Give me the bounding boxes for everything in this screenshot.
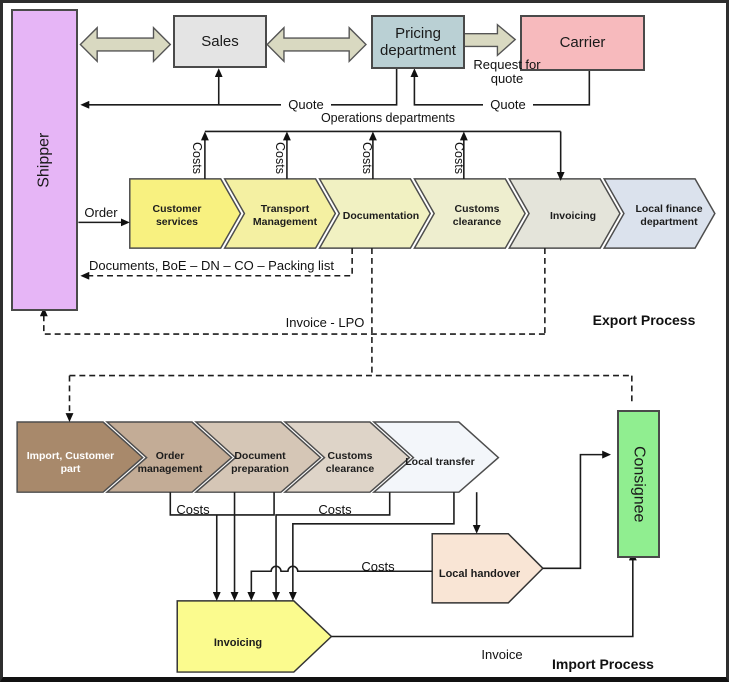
- export-step-customs-clearance: Customs clearance: [452, 203, 502, 228]
- import-step-shape-import-customer-part: [16, 421, 144, 493]
- import-step-order-management: Order management: [137, 449, 203, 475]
- local-handover-label: Local handover: [438, 568, 521, 581]
- export-costs-label-4: Costs: [452, 142, 466, 174]
- arrow-pricing-carrier: [463, 23, 517, 57]
- import-step-shape-local-transfer: [371, 421, 500, 493]
- export-costs-label-3: Costs: [360, 142, 374, 174]
- export-step-invoicing: Invoicing: [549, 209, 597, 222]
- import-step-local-transfer: Local transfer: [405, 456, 475, 469]
- quote-left-label: Quote: [281, 97, 331, 113]
- double-arrow-shipper-sales: [79, 26, 172, 63]
- sales-box: Sales: [173, 15, 267, 68]
- export-step-shape-customs-clearance: [413, 178, 526, 249]
- import-costs-label-1: Costs: [176, 502, 210, 517]
- import-step-shape-customs-clearance: [282, 421, 411, 493]
- import-costs-label-2: Costs: [318, 502, 352, 517]
- export-step-transport-management: Transport Management: [252, 203, 318, 228]
- invoice-label: Invoice: [481, 647, 523, 662]
- export-step-shape-transport-management: [223, 178, 337, 249]
- export-step-shape-invoicing: [508, 178, 621, 249]
- operations-departments-label: Operations departments: [320, 111, 456, 125]
- shipper-box: Shipper: [11, 9, 78, 311]
- sales-label: Sales: [201, 32, 239, 50]
- import-costs-label-3: Costs: [361, 559, 395, 574]
- line-import-costs-bracket-2: [272, 492, 391, 601]
- export-process-title: Export Process: [592, 312, 696, 328]
- line-invoice-to-consignee: [331, 551, 637, 638]
- line-import-costs-bracket-3: [288, 492, 455, 601]
- shipper-label: Shipper: [35, 132, 53, 188]
- export-step-documentation: Documentation: [342, 209, 420, 222]
- export-step-local-finance-department: Local finance department: [635, 203, 703, 228]
- export-step-shape-documentation: [318, 178, 432, 249]
- invoice-lpo-label: Invoice - LPO: [285, 315, 365, 330]
- order-label: Order: [84, 205, 118, 220]
- pricing-department-label: Pricing department: [380, 24, 456, 59]
- carrier-label: Carrier: [559, 34, 606, 52]
- consignee-label: Consignee: [630, 445, 648, 523]
- import-invoicing-shape: [176, 600, 333, 673]
- line-import-costs-bracket-1: [169, 492, 275, 516]
- import-step-shape-document-preparation: [194, 421, 322, 493]
- import-step-shape-order-management: [105, 421, 233, 493]
- export-costs-label-2: Costs: [273, 142, 287, 174]
- import-step-document-preparation: Document preparation: [231, 449, 289, 475]
- line-handover-costs-to-invoicing: [247, 565, 433, 601]
- export-step-customer-services: Customer services: [152, 203, 202, 228]
- double-arrow-sales-pricing: [266, 26, 367, 63]
- pricing-department-box: Pricing department: [371, 15, 465, 69]
- export-costs-label-1: Costs: [190, 142, 204, 174]
- carrier-box: Carrier: [520, 15, 645, 71]
- import-invoicing-label: Invoicing: [213, 637, 263, 650]
- import-process-title: Import Process: [552, 656, 654, 672]
- dashed-documents-to-shipper: [80, 248, 353, 280]
- line-handover-to-consignee: [542, 450, 612, 570]
- diagram-lines-layer: [16, 23, 716, 673]
- request-for-quote-label: Request for quote: [473, 56, 541, 86]
- documents-boe-label: Documents, BoE – DN – CO – Packing list: [89, 258, 334, 273]
- import-step-import-customer-part: Import, Customer part: [26, 449, 115, 475]
- import-step-customs-clearance: Customs clearance: [325, 449, 375, 475]
- quote-right-label: Quote: [483, 97, 533, 113]
- line-quote-to-shipper: [80, 68, 398, 109]
- export-step-shape-local-finance: [602, 178, 716, 249]
- consignee-box: Consignee: [617, 410, 660, 558]
- local-handover-shape: [431, 532, 544, 604]
